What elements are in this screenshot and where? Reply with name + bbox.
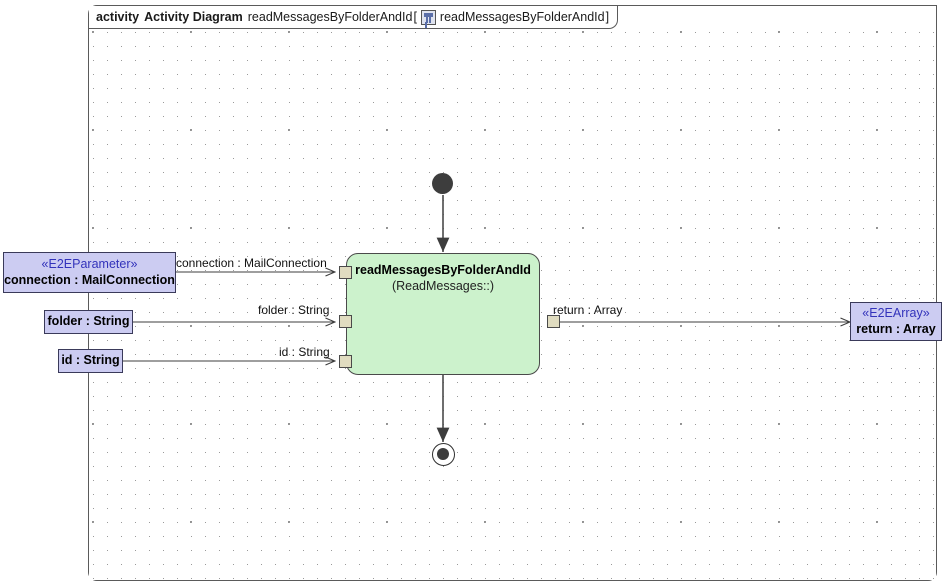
- initial-node[interactable]: [432, 173, 453, 194]
- parameter-label-connection: connection : MailConnection: [4, 272, 175, 287]
- activity-final-node-inner: [437, 448, 449, 460]
- parameter-stereotype-connection: «E2EParameter»: [41, 256, 138, 271]
- input-pin-id[interactable]: [339, 355, 352, 368]
- parameter-node-id[interactable]: id : String: [58, 349, 123, 373]
- parameter-stereotype-return: «E2EArray»: [862, 305, 930, 320]
- activity-diagram-icon: [420, 9, 436, 25]
- frame-type-label: Activity Diagram: [144, 10, 243, 24]
- activity-node-subtitle: (ReadMessages::): [391, 279, 495, 294]
- parameter-node-connection[interactable]: «E2EParameter» connection : MailConnecti…: [3, 252, 176, 293]
- activity-node-title: readMessagesByFolderAndId: [355, 263, 531, 277]
- edge-label-return: return : Array: [553, 303, 623, 317]
- input-pin-folder[interactable]: [339, 315, 352, 328]
- parameter-label-folder: folder : String: [47, 314, 130, 329]
- edge-label-id: id : String: [279, 345, 330, 359]
- parameter-node-return[interactable]: «E2EArray» return : Array: [850, 302, 942, 341]
- input-pin-connection[interactable]: [339, 266, 352, 279]
- activity-node[interactable]: readMessagesByFolderAndId (ReadMessages:…: [346, 253, 540, 375]
- diagram-grid-background: [89, 29, 936, 580]
- frame-bracket-open: [: [413, 10, 417, 24]
- parameter-label-id: id : String: [61, 353, 120, 368]
- edge-label-folder: folder : String: [258, 303, 330, 317]
- parameter-label-return: return : Array: [856, 321, 936, 336]
- diagram-frame: [88, 5, 937, 581]
- frame-bracket-close: ]: [605, 10, 610, 24]
- frame-name: readMessagesByFolderAndId: [247, 10, 413, 24]
- frame-header: activity Activity Diagram readMessagesBy…: [89, 6, 619, 29]
- frame-qualified-name: readMessagesByFolderAndId: [439, 10, 605, 24]
- parameter-node-folder[interactable]: folder : String: [44, 310, 133, 334]
- edge-label-connection: connection : MailConnection: [176, 256, 327, 270]
- frame-keyword: activity: [96, 10, 140, 24]
- output-pin-return[interactable]: [547, 315, 560, 328]
